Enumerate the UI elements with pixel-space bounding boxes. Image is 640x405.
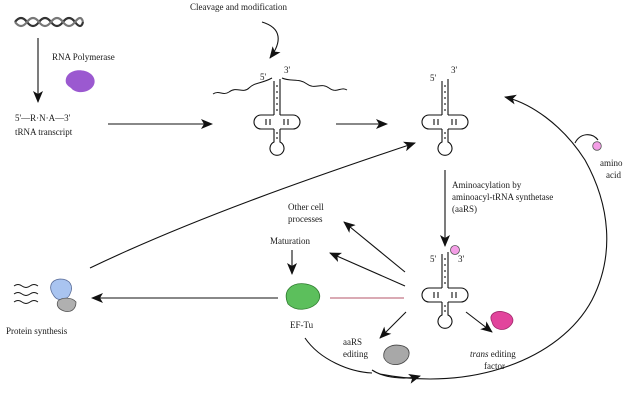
aars-editing-label-2: editing bbox=[343, 349, 368, 359]
mature-5prime-label: 5' bbox=[430, 73, 437, 83]
amino-acid-hook bbox=[574, 134, 599, 144]
to-aars-editing-arrow bbox=[379, 311, 407, 339]
eftu-loop-segment bbox=[304, 337, 373, 374]
precursor-3prime-label: 3' bbox=[284, 65, 291, 75]
trans-editing-label: trans editing bbox=[470, 349, 516, 359]
aminoacylation-label-1: Aminoacylation by bbox=[452, 180, 522, 190]
to-maturation-arrow bbox=[329, 252, 406, 287]
mature-trna bbox=[421, 78, 469, 156]
aars-editing-label-1: aaRS bbox=[343, 337, 362, 347]
amino-acid-label-2: acid bbox=[606, 170, 621, 180]
ribosome-icon bbox=[13, 278, 77, 312]
trna-transcript-label: tRNA transcript bbox=[15, 127, 73, 137]
recycling-arrow bbox=[89, 141, 416, 269]
cleavage-arrow bbox=[261, 21, 281, 59]
charged-amino-acid-icon bbox=[450, 245, 460, 255]
rna-polymerase-label: RNA Polymerase bbox=[52, 52, 115, 62]
transcript-sequence-label: 5'—R·N·A—3' bbox=[15, 113, 71, 123]
to-other-processes-arrow bbox=[343, 221, 406, 273]
trans-editing-factor-icon bbox=[490, 311, 514, 330]
trans-editing-text: editing bbox=[489, 349, 517, 359]
dna-helix-icon bbox=[14, 16, 85, 28]
aminoacylation-label-3: (aaRS) bbox=[452, 204, 477, 214]
precursor-trna bbox=[212, 77, 348, 156]
ef-tu-icon bbox=[285, 283, 320, 310]
amino-acid-icon bbox=[592, 141, 602, 151]
aminoacylation-label-2: aminoacyl-tRNA synthetase bbox=[452, 192, 553, 202]
amino-acid-label-1: amino bbox=[600, 158, 623, 168]
maturation-label: Maturation bbox=[270, 236, 310, 246]
trans-italic-text: trans bbox=[470, 349, 489, 359]
precursor-5prime-label: 5' bbox=[260, 72, 267, 82]
charged-3prime-label: 3' bbox=[458, 254, 465, 264]
recycle-loop-arrow bbox=[379, 94, 608, 380]
other-cell-processes-label-1: Other cell bbox=[288, 202, 324, 212]
rna-polymerase-icon bbox=[65, 70, 95, 93]
aars-enzyme-icon bbox=[383, 344, 410, 366]
cleavage-label: Cleavage and modification bbox=[190, 2, 287, 12]
mature-3prime-label: 3' bbox=[451, 65, 458, 75]
other-cell-processes-label-2: processes bbox=[288, 214, 323, 224]
factor-label: factor bbox=[484, 361, 505, 371]
aars-editing-arrow bbox=[371, 369, 421, 384]
charged-5prime-label: 5' bbox=[430, 254, 437, 264]
ef-tu-label: EF-Tu bbox=[290, 320, 314, 330]
to-trans-editing-arrow bbox=[465, 311, 493, 333]
protein-synthesis-label: Protein synthesis bbox=[6, 326, 68, 336]
